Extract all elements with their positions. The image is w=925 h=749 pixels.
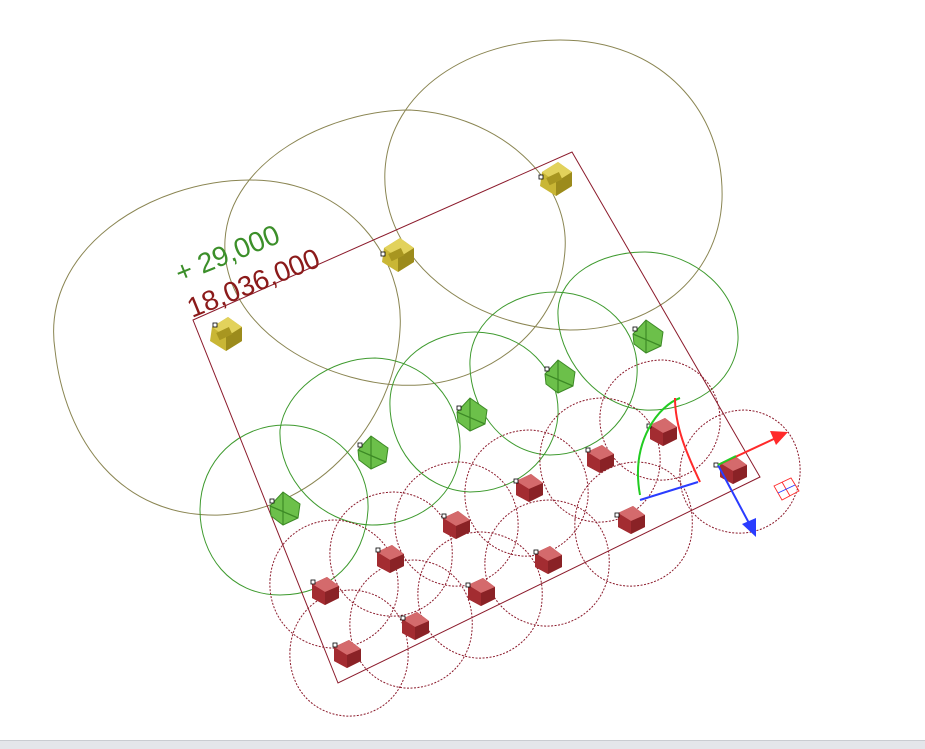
green-ring-5 <box>557 251 739 411</box>
gold-seat <box>382 238 414 272</box>
gold-ring-1 <box>53 179 401 516</box>
gold-ring-2 <box>224 109 566 386</box>
green-ring-2 <box>279 357 461 526</box>
green-ring-4 <box>469 291 638 456</box>
gold-seat <box>540 162 572 196</box>
rotation-arc-z <box>637 397 681 496</box>
red-seat <box>535 546 562 574</box>
rotation-arc-x <box>674 397 701 483</box>
green-seat-rings <box>199 251 739 596</box>
green-seat <box>544 359 576 394</box>
rotation-gizmo[interactable] <box>637 397 701 501</box>
gold-seats[interactable] <box>210 162 572 351</box>
red-seat <box>443 511 470 539</box>
green-seat <box>456 397 488 432</box>
dimension-labels: + 29,000 18,036,000 <box>171 219 325 324</box>
gold-seat-rings <box>53 39 723 516</box>
green-seat <box>632 319 664 354</box>
seating-area-boundary[interactable] <box>192 151 761 684</box>
red-seat <box>650 418 677 446</box>
red-seat <box>312 577 339 605</box>
grid-snap-icon[interactable] <box>773 477 800 501</box>
gold-seat <box>210 317 242 351</box>
red-seat <box>720 456 747 484</box>
green-seats[interactable] <box>269 319 664 526</box>
status-bar <box>0 740 925 749</box>
red-seat <box>618 506 645 534</box>
y-axis-arrowhead <box>742 518 756 537</box>
green-ring-1 <box>199 424 369 596</box>
red-seat <box>377 545 404 573</box>
green-seat <box>357 435 389 470</box>
transform-gizmo-icon[interactable] <box>717 431 788 537</box>
red-seat <box>468 578 495 606</box>
gold-ring-3 <box>384 39 723 331</box>
x-axis-arrowhead <box>770 431 788 445</box>
green-seat <box>269 491 301 526</box>
red-seat <box>587 445 614 473</box>
rotation-arc-y <box>639 481 699 501</box>
green-ring-3 <box>389 331 559 493</box>
